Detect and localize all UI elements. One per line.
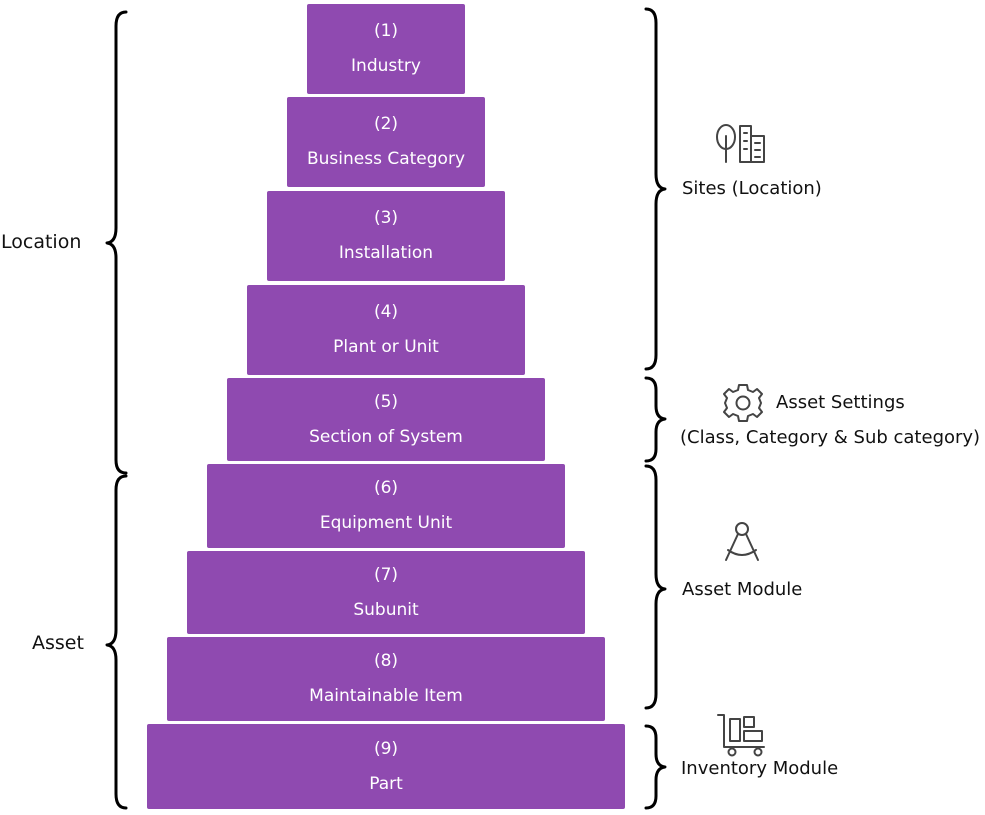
cart-icon — [717, 714, 765, 757]
inventory-module-label: Inventory Module — [681, 758, 839, 779]
level-2: (2) Business Category — [287, 97, 485, 187]
level-3: (3) Installation — [267, 191, 505, 281]
asset-module-label: Asset Module — [682, 579, 803, 600]
level-number: (3) — [373, 208, 399, 228]
level-label: Section of System — [309, 426, 463, 447]
location-brace — [105, 10, 128, 475]
compass-icon — [725, 522, 759, 561]
level-label: Maintainable Item — [309, 686, 463, 706]
asset-brace — [105, 474, 128, 810]
level-number: (6) — [373, 478, 399, 498]
level-number: (8) — [373, 651, 399, 671]
level-label: Installation — [338, 243, 434, 263]
level-7: (7) Subunit — [187, 551, 585, 634]
level-label: Part — [369, 773, 403, 794]
level-label: Plant or Unit — [333, 337, 439, 357]
level-number: (4) — [373, 302, 399, 322]
level-5: (5) Section of System — [227, 378, 545, 461]
level-label: Business Category — [306, 149, 466, 169]
city-buildings-icon — [716, 124, 765, 163]
inventory-module-brace — [644, 724, 667, 810]
level-6: (6) Equipment Unit — [207, 464, 565, 548]
level-label: Subunit — [353, 599, 419, 620]
level-number: (1) — [373, 21, 399, 41]
level-label: Industry — [351, 56, 421, 76]
sites-label: Sites (Location) — [682, 178, 822, 199]
level-8: (8) Maintainable Item — [167, 637, 605, 721]
asset-settings-brace — [644, 376, 667, 463]
level-9: (9) Part — [147, 724, 625, 809]
level-label: Equipment Unit — [319, 513, 453, 533]
level-number: (7) — [373, 564, 399, 585]
asset-settings-label: Asset Settings — [776, 392, 905, 413]
level-4: (4) Plant or Unit — [247, 285, 525, 375]
asset-label: Asset — [32, 632, 84, 654]
asset-settings-sublabel: (Class, Category & Sub category) — [680, 427, 981, 448]
level-1: (1) Industry — [307, 4, 465, 94]
level-number: (2) — [373, 114, 399, 134]
level-number: (5) — [373, 391, 399, 412]
sites-brace — [644, 7, 667, 371]
location-label: Location — [1, 231, 82, 253]
gear-icon — [723, 384, 763, 422]
level-number: (9) — [373, 738, 399, 759]
asset-module-brace — [644, 464, 667, 710]
